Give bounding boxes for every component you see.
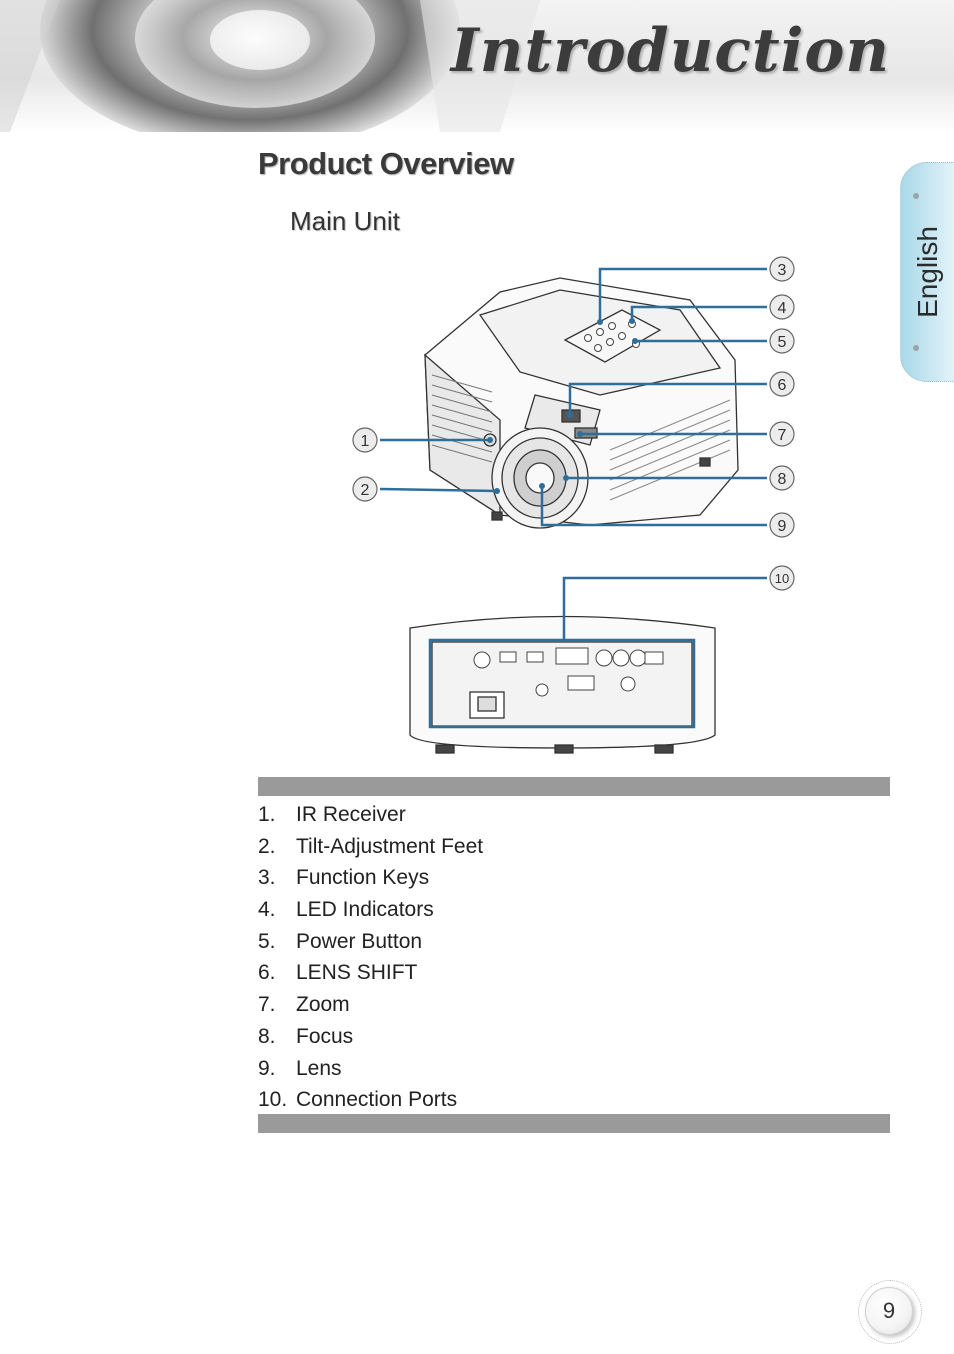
callout-lines <box>379 267 767 729</box>
item-label: Focus <box>296 1024 354 1048</box>
item-number: 10. <box>258 1088 288 1112</box>
callout-badges: 1 2 3 4 5 6 7 8 9 10 <box>352 256 795 591</box>
section-title: Product Overview <box>258 146 514 181</box>
callout-badge-2: 2 <box>352 476 378 502</box>
tab-dot-icon <box>913 193 919 199</box>
item-label: Lens <box>296 1056 342 1080</box>
callout-line-2 <box>379 487 498 493</box>
callout-badge-1: 1 <box>352 427 378 453</box>
callout-badge-10: 10 <box>769 565 795 591</box>
callout-badge-7: 7 <box>769 421 795 447</box>
item-number: 1. <box>258 803 276 826</box>
callout-number: 7 <box>778 427 787 444</box>
callout-line-3 <box>598 267 767 322</box>
list-item: 8. Focus <box>258 1022 483 1054</box>
item-label: Zoom <box>296 993 350 1017</box>
callout-number: 6 <box>778 377 787 394</box>
item-label: LED Indicators <box>296 898 434 922</box>
parts-list: 1. IR Receiver 2. Tilt-Adjustment Feet 3. F… <box>258 800 483 1117</box>
bottom-rule-bar <box>258 1114 890 1133</box>
callout-number: 5 <box>778 334 787 351</box>
item-number: 7. <box>258 993 276 1017</box>
list-item: 2. Tilt-Adjustment Feet <box>258 832 483 864</box>
callout-number: 9 <box>778 518 787 535</box>
callout-endpoints <box>487 318 638 494</box>
callout-badge-4: 4 <box>769 294 795 320</box>
item-number: 5. <box>258 929 276 953</box>
item-number: 4. <box>258 898 276 922</box>
callout-number: 10 <box>775 571 789 586</box>
item-number: 6. <box>258 961 276 985</box>
page-title: Introduction <box>450 16 890 86</box>
item-number: 3. <box>258 866 276 890</box>
callout-badge-6: 6 <box>769 371 795 397</box>
callout-badge-3: 3 <box>769 256 795 282</box>
callout-line-6 <box>568 382 767 415</box>
callout-line-9 <box>540 486 767 527</box>
page-number-ring <box>858 1280 922 1344</box>
ports-highlight-box <box>428 638 696 729</box>
list-item: 6. LENS SHIFT <box>258 958 483 990</box>
list-item: 1. IR Receiver <box>258 800 483 832</box>
language-tab: English <box>900 162 954 382</box>
callout-number: 8 <box>778 471 787 488</box>
callout-badge-5: 5 <box>769 328 795 354</box>
page-number: 9 <box>865 1287 913 1335</box>
callout-number: 1 <box>361 433 370 450</box>
item-label: Connection Ports <box>296 1088 458 1112</box>
item-number: 2. <box>258 834 276 858</box>
item-label: IR Receiver <box>296 803 406 826</box>
header-band <box>0 0 954 132</box>
callout-badge-9: 9 <box>769 512 795 538</box>
item-label: Power Button <box>296 929 423 953</box>
projector-rear-view <box>409 615 716 754</box>
list-item: 3. Function Keys <box>258 863 483 895</box>
callout-line-10 <box>562 576 767 640</box>
item-label: LENS SHIFT <box>296 961 418 985</box>
item-number: 9. <box>258 1056 276 1080</box>
lens-artwork <box>0 0 540 132</box>
tab-dot-icon <box>913 345 919 351</box>
list-item: 7. Zoom <box>258 990 483 1022</box>
callout-number: 2 <box>361 482 370 499</box>
item-label: Function Keys <box>296 866 430 890</box>
item-label: Tilt-Adjustment Feet <box>296 834 484 858</box>
list-item: 4. LED Indicators <box>258 895 483 927</box>
item-number: 8. <box>258 1024 276 1048</box>
top-rule-bar <box>258 777 890 796</box>
list-item: 5. Power Button <box>258 927 483 959</box>
list-item: 10. Connection Ports <box>258 1085 483 1117</box>
list-item: 9. Lens <box>258 1054 483 1086</box>
callout-line-4 <box>630 305 767 321</box>
callout-number: 4 <box>778 300 787 317</box>
projector-diagram: 1 2 3 4 5 6 7 8 9 10 <box>352 256 795 754</box>
callout-number: 3 <box>778 262 787 279</box>
callout-badge-8: 8 <box>769 465 795 491</box>
section-subtitle: Main Unit <box>290 206 400 236</box>
